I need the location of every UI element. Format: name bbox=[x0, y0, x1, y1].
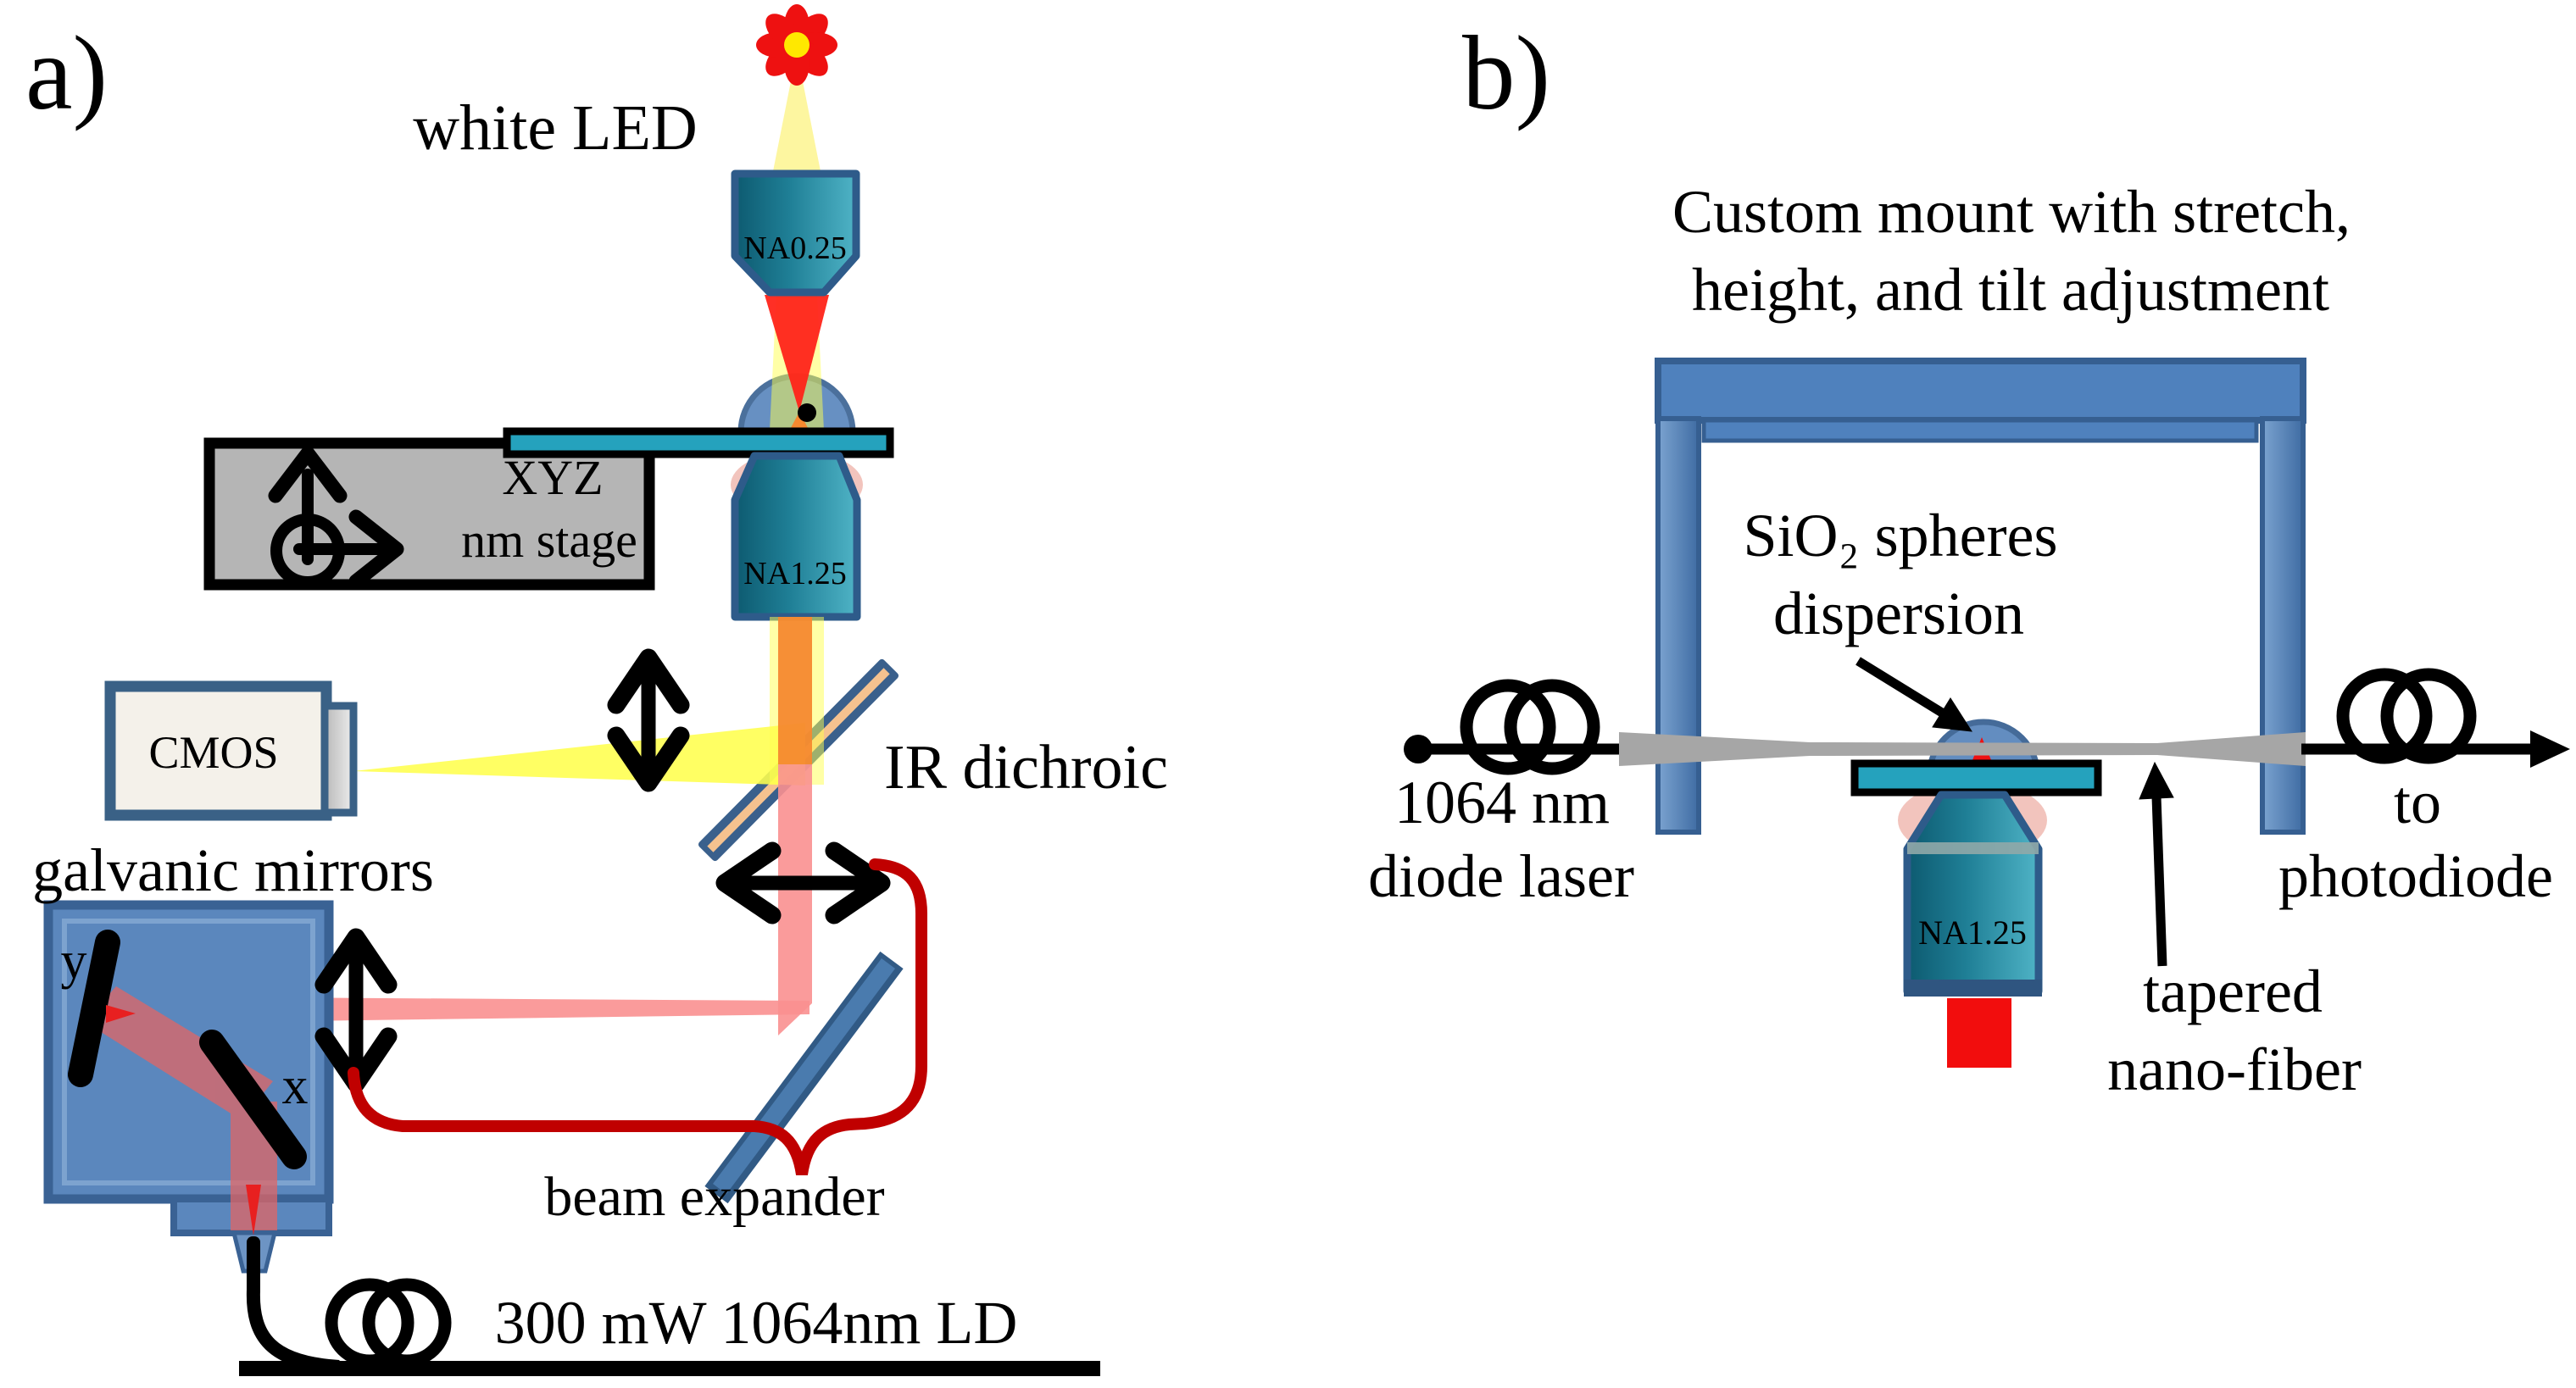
stage-label-line2: nm stage bbox=[461, 513, 637, 568]
led-cone-upper bbox=[773, 81, 821, 171]
laser-fiber-line bbox=[239, 1361, 1100, 1376]
microscope-slide-b bbox=[1850, 759, 2102, 797]
mount-label-line2: height, and tilt adjustment bbox=[1692, 256, 2329, 324]
objective-na125-label: NA1.25 bbox=[743, 556, 847, 591]
diode-laser-label-line2: diode laser bbox=[1368, 842, 1634, 910]
nanofiber-label-line1: tapered bbox=[2143, 958, 2323, 1025]
mount-frame bbox=[1655, 358, 2306, 835]
lens-icons bbox=[314, 648, 891, 1093]
mount-leg-right bbox=[2260, 416, 2306, 835]
objective-na025 bbox=[731, 169, 860, 297]
fiber-end-dot bbox=[1404, 735, 1433, 763]
galvo-mirror-x bbox=[199, 1030, 307, 1169]
mirror-x-label: x bbox=[281, 1058, 309, 1115]
cmos-camera bbox=[104, 680, 358, 821]
objective-na125-b-label: NA1.25 bbox=[1918, 913, 2027, 952]
mount-leg-left bbox=[1655, 416, 1701, 835]
photodiode-label-line2: photodiode bbox=[2278, 842, 2553, 910]
ir-beam-vertical bbox=[778, 764, 812, 1035]
nanofiber-label-line2: nano-fiber bbox=[2107, 1035, 2362, 1103]
xyz-stage bbox=[203, 437, 655, 591]
beam-expander-brace bbox=[348, 858, 927, 1176]
objective-na125-b bbox=[1903, 791, 2043, 1068]
galvanic-mirrors-label: galvanic mirrors bbox=[32, 836, 434, 904]
objective-na025-label: NA0.25 bbox=[743, 230, 847, 266]
camera-lens bbox=[320, 702, 358, 817]
fiber-coil-right-icon bbox=[2336, 668, 2477, 764]
beam-expander-label: beam expander bbox=[544, 1166, 885, 1228]
mirror-y-label: y bbox=[60, 932, 87, 990]
fiber-coil-left-icon bbox=[1460, 679, 1600, 775]
annotation-arrows bbox=[1855, 657, 2174, 967]
laser-label: 300 mW 1064nm LD bbox=[494, 1289, 1018, 1357]
photodiode-label-line1: to bbox=[2393, 769, 2442, 836]
nanofiber-arrow bbox=[2151, 796, 2167, 967]
fold-mirror bbox=[704, 951, 904, 1204]
trap-cone-red bbox=[765, 295, 829, 412]
white-led-label: white LED bbox=[413, 92, 698, 164]
cmos-label: CMOS bbox=[148, 727, 279, 778]
spheres-label-line1: SiO₂ spheres bbox=[1743, 502, 2058, 569]
fiber-coil-icon bbox=[325, 1278, 452, 1368]
move-arrows-icon bbox=[268, 446, 404, 589]
ir-dichroic-label: IR dichroic bbox=[884, 733, 1168, 802]
panel-b-label: b) bbox=[1462, 15, 1551, 132]
galvo-unit bbox=[43, 900, 334, 1297]
expander-lens2-icon bbox=[715, 841, 891, 924]
mount-label-line1: Custom mount with stretch, bbox=[1672, 178, 2351, 246]
camera-beam bbox=[353, 723, 805, 786]
collimator-rod bbox=[247, 1236, 260, 1297]
beam-focus-collimator bbox=[246, 1185, 261, 1235]
galvo-mirror-y bbox=[68, 930, 120, 1087]
microscope-slide bbox=[503, 427, 894, 458]
laser-input-port bbox=[1947, 998, 2011, 1068]
spheres-arrow bbox=[1855, 657, 1945, 717]
stage-label-line1: XYZ bbox=[502, 450, 604, 505]
fiber-path bbox=[1404, 668, 2570, 775]
tapered-nanofiber bbox=[1619, 732, 2306, 766]
panel-a-label: a) bbox=[25, 15, 108, 132]
spheres-label-line2: dispersion bbox=[1773, 580, 2024, 647]
trapped-sphere bbox=[798, 403, 816, 422]
objective-na125 bbox=[731, 452, 861, 621]
white-led-icon bbox=[756, 4, 837, 86]
photodiode-arrowhead bbox=[2530, 730, 2570, 768]
tube-lens-icon bbox=[607, 648, 690, 792]
beam-focus-y bbox=[106, 1005, 136, 1023]
diode-laser-label-line1: 1064 nm bbox=[1394, 769, 1611, 836]
ir-beam-orange bbox=[778, 617, 812, 764]
